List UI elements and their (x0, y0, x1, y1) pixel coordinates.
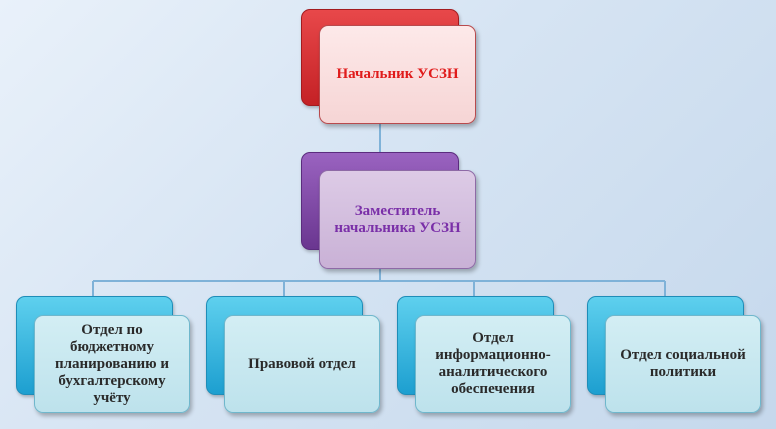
deputy-node-box: Заместитель начальника УСЗН (319, 170, 476, 269)
department-node-box: Отдел по бюджетному планированию и бухга… (34, 315, 190, 413)
department-node-box: Правовой отдел (224, 315, 380, 413)
head-node-box: Начальник УСЗН (319, 25, 476, 124)
department-label-social-policy: Отдел социальной политики (620, 347, 746, 380)
deputy-node-label: Заместитель начальника УСЗН (334, 202, 461, 236)
department-node-box: Отдел социальной политики (605, 315, 761, 413)
department-label-legal: Правовой отдел (248, 355, 356, 372)
department-node-box: Отдел информационно-аналитического обесп… (415, 315, 571, 413)
department-label-analytics: Отдел информационно-аналитического обесп… (435, 330, 551, 397)
head-node-label: Начальник УСЗН (336, 66, 459, 82)
department-label-budget: Отдел по бюджетному планированию и бухга… (54, 321, 170, 406)
